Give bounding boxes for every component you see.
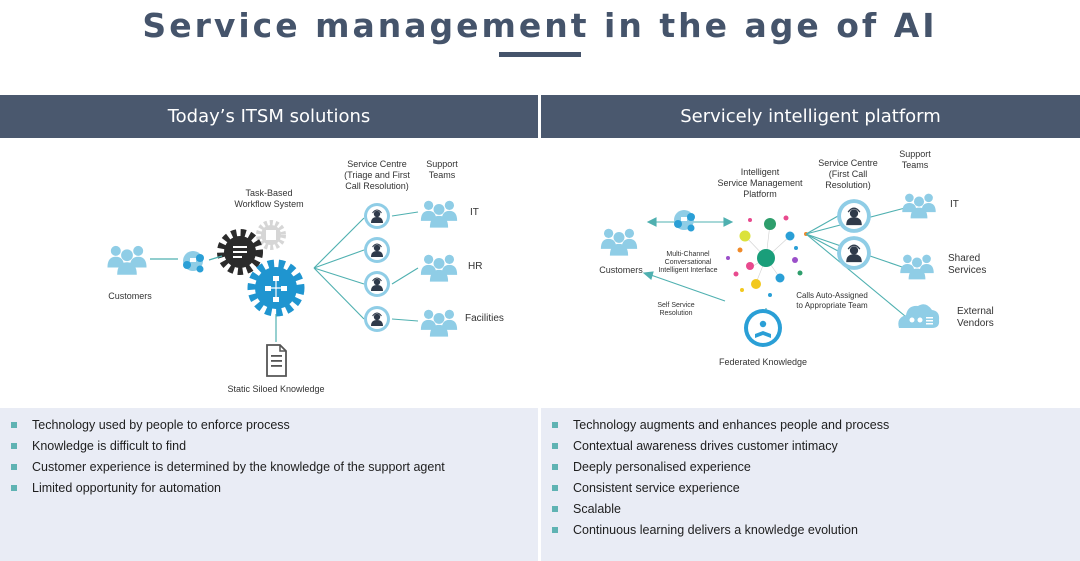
right-header: Servicely intelligent platform [541, 95, 1080, 138]
right-bullet-item: Scalable [541, 501, 1080, 522]
grey-gear-icon [256, 220, 286, 250]
team-shared-label-2: Services [948, 265, 986, 276]
left-agent-icon [363, 236, 391, 264]
federated-knowledge-label: Federated Knowledge [719, 357, 807, 367]
auto-assigned-label-1: Calls Auto-Assigned [796, 291, 868, 300]
workflow-label-2: Workflow System [234, 199, 303, 209]
document-icon [266, 344, 287, 377]
auto-assigned-label-2: to Appropriate Team [796, 301, 868, 310]
title-underline [499, 52, 581, 57]
right-customers-icon [601, 229, 637, 256]
intelligent-platform-cluster [726, 215, 808, 297]
right-bullet-item: Continuous learning delivers a knowledge… [541, 522, 1080, 543]
team-shared-label-1: Shared [948, 253, 980, 264]
team-hr-label: HR [468, 261, 482, 272]
right-agent-icon [836, 235, 872, 271]
dark-gear-icon [217, 229, 263, 275]
left-bullet-item: Customer experience is determined by the… [0, 459, 538, 480]
workflow-label-1: Task-Based [245, 188, 292, 198]
left-bullet-item: Knowledge is difficult to find [0, 438, 538, 459]
right-agent-icon [836, 198, 872, 234]
right-support-label-1: Support [899, 149, 931, 159]
left-channel-icon [183, 251, 204, 273]
multichannel-label-2: Conversational [665, 259, 712, 266]
multichannel-label-1: Multi-Channel [666, 251, 710, 258]
left-fan-lines [313, 217, 365, 320]
right-service-centre-label-2: (First Call [829, 169, 868, 179]
right-channel-icon [674, 210, 695, 232]
left-bullet-item: Limited opportunity for automation [0, 480, 538, 501]
team-shared-services-icon [900, 255, 933, 280]
left-support-label-2: Teams [429, 170, 456, 180]
blue-gear-workflow-icon [247, 259, 305, 317]
team-it-label: IT [470, 207, 479, 218]
ism-label-3: Platform [743, 189, 777, 199]
left-service-centre-label-1: Service Centre [347, 159, 407, 169]
right-service-centre-label-1: Service Centre [818, 158, 878, 168]
federated-knowledge-icon [744, 309, 782, 347]
right-bullet-item: Technology augments and enhances people … [541, 417, 1080, 438]
right-bullet-item: Consistent service experience [541, 480, 1080, 501]
left-service-centre-label-3: Call Resolution) [345, 181, 409, 191]
self-service-label-1: Self Service [657, 302, 694, 309]
ism-label-1: Intelligent [741, 167, 780, 177]
comparison-diagram: Customers Task-Based Workflow System Sta [0, 149, 994, 394]
self-service-label-2: Resolution [659, 310, 692, 317]
external-vendors-cloud-icon [898, 304, 940, 328]
left-agent-icon [363, 270, 391, 298]
left-header: Today’s ITSM solutions [0, 95, 538, 138]
left-agent-icon [363, 202, 391, 230]
right-bullet-item: Contextual awareness drives customer int… [541, 438, 1080, 459]
team-vendors-label-2: Vendors [957, 318, 994, 329]
team-facilities-label: Facilities [465, 313, 504, 324]
page-title: Service management in the age of AI [142, 6, 938, 45]
right-service-centre-label-3: Resolution) [825, 180, 871, 190]
static-knowledge-label: Static Siloed Knowledge [227, 384, 324, 394]
left-support-label-1: Support [426, 159, 458, 169]
right-team-it-label: IT [950, 199, 959, 210]
left-customers-label: Customers [108, 291, 152, 301]
team-hr-icon [421, 255, 457, 282]
right-support-label-2: Teams [902, 160, 929, 170]
left-team-connectors [391, 211, 419, 322]
team-facilities-icon [421, 310, 457, 337]
right-bullet-panel: Technology augments and enhances people … [541, 408, 1080, 561]
left-bullet-item: Technology used by people to enforce pro… [0, 417, 538, 438]
right-customers-label: Customers [599, 265, 643, 275]
left-agent-icon [363, 305, 391, 333]
left-customers-icon [107, 246, 146, 275]
right-bullet-item: Deeply personalised experience [541, 459, 1080, 480]
left-bullet-panel: Technology used by people to enforce pro… [0, 408, 538, 561]
multichannel-label-3: Intelligent Interface [658, 267, 717, 274]
left-service-centre-label-2: (Triage and First [344, 170, 410, 180]
team-it-icon [902, 194, 935, 219]
team-vendors-label-1: External [957, 306, 994, 317]
ism-label-2: Service Management [717, 178, 803, 188]
team-it-icon [421, 201, 457, 228]
